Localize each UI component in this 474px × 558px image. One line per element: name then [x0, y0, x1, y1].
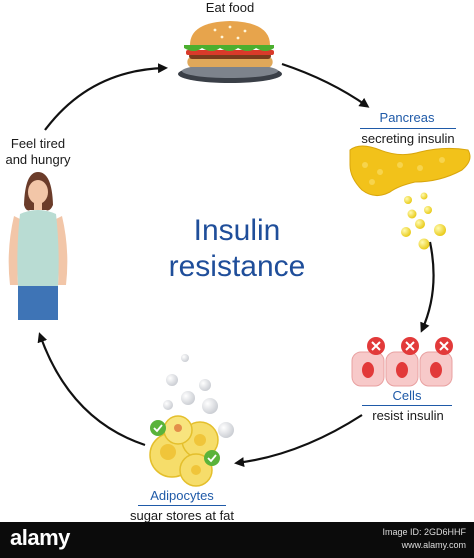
pancreas-underline — [360, 128, 456, 129]
cells-underline — [362, 405, 452, 406]
tired-label-line2: and hungry — [5, 152, 71, 167]
fat-cells-icon — [149, 354, 234, 487]
adipocytes-underline — [138, 505, 226, 506]
site-text: www.alamy.com — [401, 540, 466, 550]
tired-label-line1: Feel tired — [10, 136, 66, 151]
title-line1: Insulin — [193, 214, 281, 247]
footer-meta: Image ID: 2GD6HHF www.alamy.com — [382, 526, 466, 552]
burger-icon — [178, 21, 282, 83]
insulin-drops-icon — [401, 192, 446, 250]
woman-figure-icon — [8, 172, 68, 320]
check-badge-icon — [150, 420, 220, 466]
arrow-food-to-pancreas — [281, 62, 370, 108]
arrow-adipocytes-to-tired — [37, 332, 146, 447]
title-line2: resistance — [168, 250, 306, 283]
arrow-cells-to-adipocytes — [234, 414, 363, 468]
adipocytes-title: Adipocytes — [150, 488, 214, 503]
footer-bar: alamy Image ID: 2GD6HHF www.alamy.com — [0, 522, 474, 558]
x-badge-icon — [367, 337, 453, 355]
cells-icon — [351, 337, 453, 387]
eat-food-label: Eat food — [205, 0, 255, 15]
pancreas-icon — [349, 145, 471, 196]
image-id-text: Image ID: 2GD6HHF — [382, 527, 466, 537]
pancreas-subtitle: secreting insulin — [361, 131, 455, 146]
cells-subtitle: resist insulin — [372, 408, 444, 423]
adipocytes-subtitle: sugar stores at fat — [129, 508, 235, 523]
arrow-tired-to-food — [44, 63, 168, 131]
pancreas-title: Pancreas — [379, 110, 435, 125]
alamy-logo: alamy — [10, 525, 70, 550]
arrow-pancreas-to-cells — [420, 241, 435, 333]
cells-title: Cells — [392, 388, 422, 403]
